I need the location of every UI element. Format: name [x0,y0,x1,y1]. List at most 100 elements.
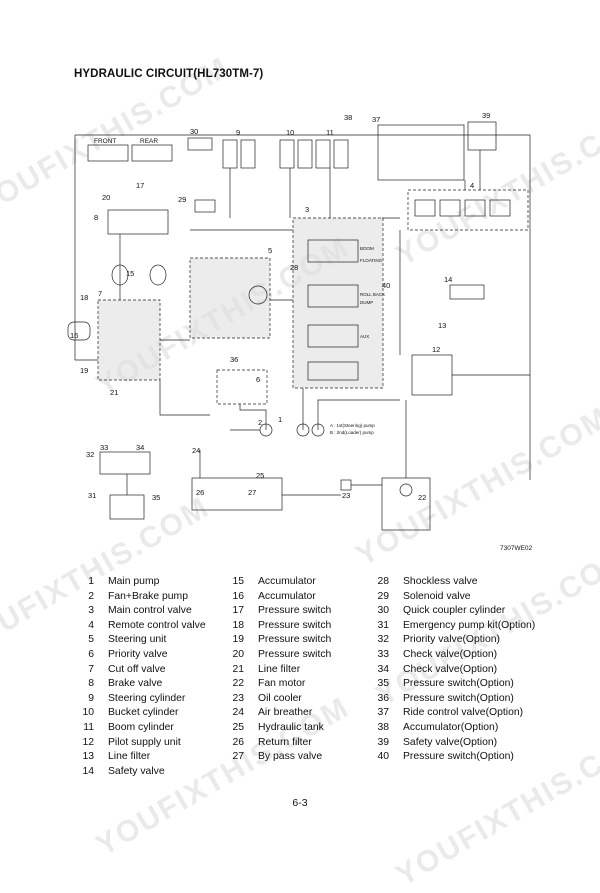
callout-number: 36 [230,355,238,364]
callout-number: 10 [286,128,294,137]
callout-number: 33 [100,443,108,452]
legend-number: 12 [82,736,94,748]
legend-text: Pressure switch(Option) [403,678,514,690]
callout-number: 30 [190,127,198,136]
floating-label: FLOATING [360,258,383,263]
legend-number: 30 [377,605,389,617]
pump-note-a: A : 1st(Steering) pump [330,423,375,428]
legend-item: 7 Cut off valve [72,663,206,678]
callout-number: 24 [192,446,200,455]
callout-number: 37 [372,115,380,124]
legend-text: Pressure switch [258,619,332,631]
callout-number: 27 [248,488,256,497]
legend-text: Safety valve [108,765,165,777]
page-title: HYDRAULIC CIRCUIT(HL730TM-7) [74,68,264,80]
legend-text: Accumulator [258,576,316,587]
roll-back-label: ROLL BACK [360,292,385,297]
dump-label: DUMP [360,300,373,305]
legend-text: Check valve(Option) [403,648,498,660]
legend-item: 18 Pressure switch [222,619,331,634]
legend-number: 15 [232,576,244,587]
legend-number: 3 [88,605,94,617]
legend-text: Pressure switch [258,648,332,660]
legend-text: Ride control valve(Option) [403,707,524,719]
callout-number: 31 [88,491,96,500]
legend-number: 25 [232,721,244,733]
legend-number: 6 [88,648,94,660]
callout-number: 9 [236,128,240,137]
callout-number: 6 [256,375,260,384]
callout-number: 19 [80,366,88,375]
legend-item: 24 Air breather [222,706,331,721]
legend-number: 40 [377,751,389,763]
callout-number: 11 [326,128,334,137]
callout-number: 22 [418,493,426,502]
legend-text: Line filter [258,663,301,675]
legend-text: Main pump [108,576,160,587]
legend-text: Fan+Brake pump [108,590,188,602]
legend-number: 32 [377,634,389,646]
front-brake-label: FRONT [94,138,116,145]
legend-text: Priority valve(Option) [403,634,501,646]
callout-number: 34 [136,443,144,452]
legend-text: Pressure switch(Option) [403,751,514,763]
legend-text: Return filter [258,736,312,748]
legend-number: 22 [232,678,244,690]
legend-text: Remote control valve [108,619,206,631]
legend-text: Shockless valve [403,576,478,587]
callout-number: 18 [80,293,88,302]
callout-number: 38 [344,113,352,122]
legend-number: 18 [232,619,244,631]
legend-text: Steering unit [108,634,167,646]
legend-number: 39 [377,736,389,748]
legend-text: Boom cylinder [108,721,174,733]
legend-text: Accumulator(Option) [403,721,499,733]
callout-number: 16 [70,331,78,340]
callout-number: 39 [482,111,490,120]
legend-number: 38 [377,721,389,733]
legend-number: 2 [88,590,94,602]
legend-text: Steering cylinder [108,692,186,704]
legend-number: 26 [232,736,244,748]
legend-item: 39 Safety valve(Option) [367,736,535,751]
legend-item: 4 Remote control valve [72,619,206,634]
legend-text: Brake valve [108,678,163,690]
legend-text: Hydraulic tank [258,721,324,733]
legend-number: 17 [232,605,244,617]
legend-text: By pass valve [258,751,323,763]
legend-number: 4 [88,619,94,631]
aux-label: AUX [360,334,369,339]
legend-number: 34 [377,663,389,675]
legend-text: Air breather [258,707,313,719]
legend-number: 7 [88,663,94,675]
legend-text: Bucket cylinder [108,707,179,719]
callout-number: 15 [126,269,134,278]
callout-number: 2 [258,418,262,427]
legend-item: 26 Return filter [222,736,331,751]
legend-number: 5 [88,634,94,646]
callout-number: 17 [136,181,144,190]
legend-number: 24 [232,707,244,719]
callout-number: 23 [342,491,350,500]
legend-number: 36 [377,692,389,704]
legend-text: Cut off valve [108,663,166,675]
legend-text: Safety valve(Option) [403,736,498,748]
rear-brake-label: REAR [140,138,158,145]
callout-number: 26 [196,488,204,497]
callout-number: 7 [98,289,102,298]
